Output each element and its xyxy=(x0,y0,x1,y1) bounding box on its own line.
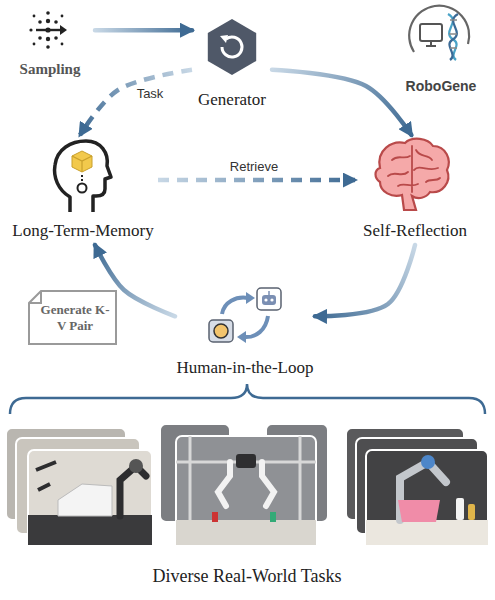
flow-arrow xyxy=(95,28,192,33)
flow-arrow xyxy=(315,245,415,316)
note-border xyxy=(29,291,116,344)
node-label: Self-Reflection xyxy=(363,221,467,241)
dna-rungs xyxy=(449,20,457,48)
dot xyxy=(33,43,36,46)
photo-stack xyxy=(160,424,328,545)
node-label: Sampling xyxy=(20,61,81,78)
loop-arrowhead xyxy=(246,292,255,304)
hexagon xyxy=(208,19,256,75)
sampling-arrowhead xyxy=(60,25,67,35)
memory-cube xyxy=(72,151,92,172)
node-label: Human-in-the-Loop xyxy=(177,358,314,378)
photo-gripper xyxy=(36,462,56,490)
robot-tile xyxy=(257,288,281,310)
dashed-flow-arrow xyxy=(80,70,192,135)
human-token xyxy=(214,324,228,338)
edge-label: Retrieve xyxy=(230,159,278,174)
node-label: Generator xyxy=(198,90,266,110)
memory-head-icon xyxy=(55,141,111,212)
cycle-arrowhead xyxy=(220,35,228,43)
dot xyxy=(46,19,50,23)
dot xyxy=(46,11,50,15)
photo-stack xyxy=(346,428,488,545)
dashed-flow-arrow xyxy=(158,178,355,183)
photo-head xyxy=(236,454,256,468)
human-tile xyxy=(209,320,233,342)
logo-text: RoboGene xyxy=(406,78,477,94)
photo-arms xyxy=(218,462,274,506)
robot-antenna xyxy=(268,291,270,295)
logo-stand xyxy=(426,41,436,46)
brain-shape xyxy=(376,139,449,210)
photo-object xyxy=(270,512,276,522)
edge-label: Task xyxy=(137,86,164,101)
loop-arrow xyxy=(222,298,248,314)
dot xyxy=(61,43,64,46)
photo-bottle xyxy=(468,504,475,520)
photo-stack xyxy=(6,428,152,545)
photo-object xyxy=(212,512,218,522)
photo xyxy=(366,450,488,545)
sampling-node: Sampling xyxy=(5,10,95,80)
dot xyxy=(54,20,58,24)
dotted-link xyxy=(81,175,83,182)
photo-joint xyxy=(129,459,143,473)
photo-frame xyxy=(176,436,316,545)
dna-strand xyxy=(449,14,458,60)
logo-monitor xyxy=(420,24,442,41)
photo-bottle xyxy=(456,498,464,520)
reflection-node: Self-Reflection xyxy=(355,135,475,245)
dot xyxy=(29,28,32,31)
sampling-arrow xyxy=(36,29,62,31)
logo-ring xyxy=(409,6,469,52)
dot xyxy=(33,15,36,18)
flow-arrow xyxy=(272,70,411,135)
photo-foam xyxy=(58,484,112,516)
grouping-brace xyxy=(10,384,485,414)
photo-table xyxy=(366,520,488,545)
memory-node xyxy=(78,184,87,193)
generator-node: Generator xyxy=(192,18,272,112)
memory-node: Long-Term-Memory xyxy=(8,135,158,245)
brain-icon xyxy=(376,139,449,210)
cube-edges xyxy=(72,156,92,172)
dot xyxy=(46,37,50,41)
brain-folds xyxy=(388,146,440,192)
photo xyxy=(28,450,152,545)
photo-table xyxy=(176,520,316,545)
loop-arrow xyxy=(244,316,268,337)
robot-face xyxy=(262,295,276,305)
photo-joint xyxy=(421,455,435,469)
human-robot-loop-icon xyxy=(209,288,281,343)
loop-arrowhead xyxy=(237,331,246,343)
robot-eye xyxy=(270,298,273,301)
dot xyxy=(54,36,58,40)
dot xyxy=(38,20,42,24)
robot-eye xyxy=(264,298,267,301)
sampling-icon xyxy=(29,11,67,49)
photo-basket xyxy=(398,500,440,522)
photo-table xyxy=(28,515,152,545)
generator-icon xyxy=(208,19,256,75)
node-label: Long-Term-Memory xyxy=(12,221,153,241)
dot xyxy=(61,15,64,18)
node-label: Generate K-V Pair xyxy=(36,302,114,334)
kv-pair-note: Generate K-V Pair xyxy=(28,290,118,346)
photo-arm xyxy=(120,466,146,516)
note-fold xyxy=(29,291,41,303)
photo-caption: Diverse Real-World Tasks xyxy=(153,566,342,587)
robogene-logo xyxy=(409,6,469,60)
head-outline xyxy=(55,141,111,212)
dot xyxy=(46,45,50,49)
human-loop-node: Human-in-the-Loop xyxy=(175,282,315,380)
dot xyxy=(38,36,42,40)
photo xyxy=(176,436,316,545)
